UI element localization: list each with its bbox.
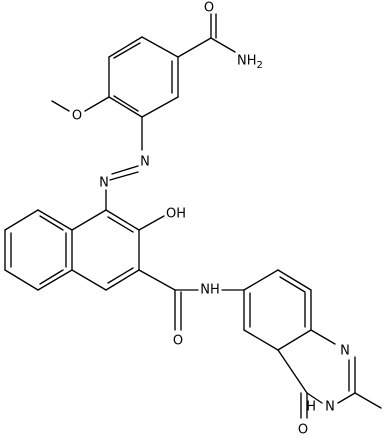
atom-n-azo-2: N [99,176,109,191]
atom-o-methoxy: O [72,109,82,124]
atom-n-quinazoline-h: N [325,400,335,415]
atom-oh: OH [166,207,186,222]
naphthalene-ring [4,209,140,291]
atom-o-quinazoline: O [298,423,308,438]
atom-n-azo-1: N [140,155,150,170]
methoxy-group [51,96,110,112]
quinazolinone-pyrimidine-ring [277,329,382,409]
benzamide-ring [108,36,179,118]
quinazolinone-carbonyl [300,392,308,419]
atom-o-amide: O [173,334,183,349]
atom-o-carbonyl-top: O [204,1,214,16]
atom-nh-amide: NH [200,283,220,298]
atom-h-quinazoline: H [306,400,316,415]
azo-linkage [105,116,143,211]
quinazolinone-benzo-ring [243,269,312,351]
atom-n-quinazoline: N [340,344,350,359]
amide-linker [138,269,245,331]
hydroxyl-bond [138,215,165,231]
atom-nh2: NH2 [237,54,263,71]
carboxamide-group [177,13,236,58]
